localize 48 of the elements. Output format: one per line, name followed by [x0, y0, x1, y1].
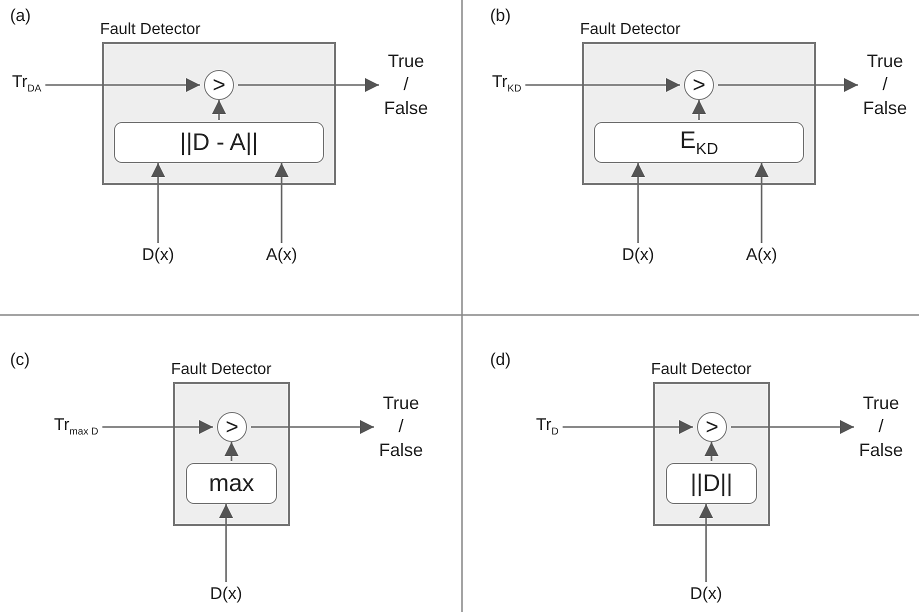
- arrow: [699, 504, 714, 582]
- arrow: [754, 163, 769, 243]
- box-title: Fault Detector: [100, 21, 200, 39]
- signal-label: D(x): [690, 584, 722, 604]
- comparator-circle: >: [697, 412, 727, 442]
- arrow: [525, 78, 680, 92]
- box-title: Fault Detector: [580, 21, 680, 39]
- arrow: [631, 163, 646, 243]
- function-box: ||D||: [666, 463, 757, 504]
- arrow: [251, 420, 374, 434]
- arrow: [731, 420, 854, 434]
- arrow: [238, 78, 379, 92]
- comparator-circle: >: [217, 412, 247, 442]
- function-box: ||D - A||: [114, 122, 324, 163]
- signal-label: D(x): [210, 584, 242, 604]
- arrow: [704, 442, 718, 461]
- panel-label: (d): [490, 350, 511, 370]
- panel-label: (b): [490, 6, 511, 26]
- arrow: [692, 100, 706, 120]
- arrow: [45, 78, 200, 92]
- box-title: Fault Detector: [171, 361, 272, 379]
- signal-label: Tr$_{DA}$: [12, 72, 42, 96]
- panel-label: (a): [10, 6, 31, 26]
- box-title: Fault Detector: [651, 361, 752, 379]
- comparator-circle: >: [204, 70, 234, 100]
- signal-label: A(x): [746, 245, 778, 266]
- signal-label: A(x): [266, 245, 298, 266]
- output-label: True / False: [858, 392, 904, 462]
- function-box: max: [186, 463, 277, 504]
- arrow: [224, 442, 238, 461]
- arrow: [102, 420, 213, 434]
- arrow: [562, 420, 693, 434]
- comparator-circle: >: [684, 70, 714, 100]
- function-box: E$_{KD}$: [594, 122, 804, 163]
- output-label: True / False: [383, 50, 429, 120]
- arrow: [718, 78, 858, 92]
- output-label: True / False: [378, 392, 424, 462]
- signal-label: Tr$_{KD}$: [492, 72, 522, 96]
- arrow: [151, 163, 166, 243]
- signal-label: D(x): [142, 245, 174, 266]
- signal-label: D(x): [622, 245, 654, 266]
- arrow: [219, 504, 234, 582]
- signal-label: Tr$_{max D}$: [54, 415, 98, 438]
- panel-label: (c): [10, 350, 30, 370]
- arrow: [212, 100, 226, 120]
- signal-label: Tr$_{D}$: [536, 415, 559, 438]
- arrow: [274, 163, 289, 243]
- output-label: True / False: [862, 50, 908, 120]
